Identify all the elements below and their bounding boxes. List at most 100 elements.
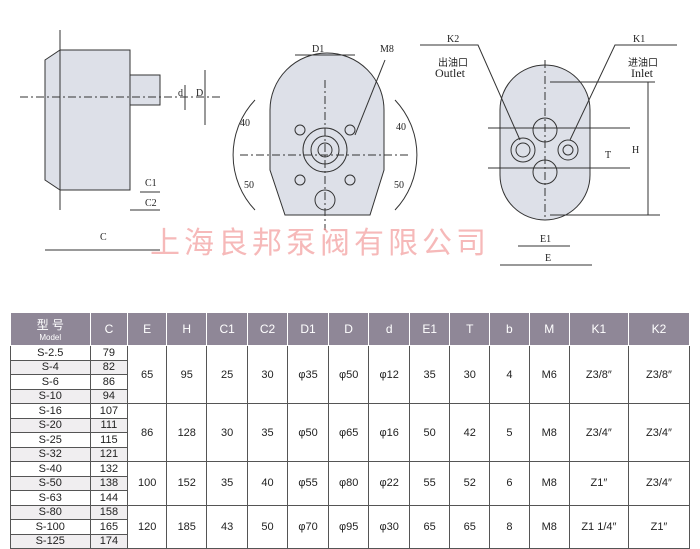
cell-value: 30 [449, 345, 491, 404]
cell-value: Z1″ [568, 461, 629, 506]
cell-c: 138 [89, 475, 129, 491]
label-inlet-cn: 进油口 [628, 58, 658, 69]
cell-model: S-4 [10, 359, 91, 375]
cell-value: 30 [206, 403, 248, 462]
cell-value: 50 [409, 403, 451, 462]
column-header: T [449, 312, 491, 346]
header-label: D [344, 322, 353, 336]
cell-c: 121 [89, 446, 129, 462]
column-header: E1 [409, 312, 451, 346]
cell-c: 111 [89, 417, 129, 433]
cell-value: 86 [127, 403, 167, 462]
header-label: C2 [259, 322, 276, 336]
column-header: C [89, 312, 129, 346]
column-header: M [528, 312, 570, 346]
cell-c: 165 [89, 519, 129, 535]
header-label: C [104, 322, 114, 336]
cell-c: 107 [89, 403, 129, 419]
header-label: d [385, 322, 393, 336]
cell-value: 35 [206, 461, 248, 506]
cell-value: M8 [528, 504, 570, 549]
cell-value: 185 [165, 504, 208, 549]
cell-value: φ22 [368, 461, 411, 506]
cell-model: S-20 [10, 417, 91, 433]
cell-value: φ70 [287, 504, 329, 549]
label-h: H [632, 145, 640, 156]
column-header: H [165, 312, 208, 346]
label-D: D [196, 88, 204, 99]
cell-value: 65 [127, 345, 167, 404]
header-label: T [466, 322, 474, 336]
cell-model: S-125 [10, 533, 91, 549]
column-header: D [327, 312, 370, 346]
side-view [20, 30, 220, 251]
cell-value: 8 [489, 504, 530, 549]
cell-value: M8 [528, 461, 570, 506]
cell-value: 128 [165, 403, 208, 462]
cell-value: 35 [409, 345, 451, 404]
cell-value: 152 [165, 461, 208, 506]
cell-value: Z1″ [627, 504, 691, 549]
label-outlet: Outlet [435, 66, 465, 80]
cell-value: 52 [449, 461, 491, 506]
cell-c: 132 [89, 461, 129, 477]
cell-value: 4 [489, 345, 530, 404]
column-header: K2 [627, 312, 691, 346]
cell-model: S-32 [10, 446, 91, 462]
cell-model: S-2.5 [10, 345, 91, 361]
cell-value: 43 [206, 504, 248, 549]
cell-value: φ30 [368, 504, 411, 549]
header-label: H [182, 322, 192, 336]
cell-value: φ12 [368, 345, 411, 404]
label-d: d [178, 88, 183, 99]
cell-value: 5 [489, 403, 530, 462]
cell-value: 30 [246, 345, 289, 404]
cell-value: 35 [246, 403, 289, 462]
cell-value: φ80 [327, 461, 370, 506]
cell-model: S-16 [10, 403, 91, 419]
cell-value: 42 [449, 403, 491, 462]
cell-model: S-80 [10, 504, 91, 520]
cell-model: S-50 [10, 475, 91, 491]
cell-value: 40 [246, 461, 289, 506]
column-header: D1 [287, 312, 329, 346]
label-k1: K1 [633, 34, 646, 45]
cell-c: 82 [89, 359, 129, 375]
cell-value: φ65 [327, 403, 370, 462]
label-40-left: 40 [240, 118, 250, 129]
cell-value: Z3/4″ [627, 461, 691, 506]
cell-value: 100 [127, 461, 167, 506]
header-label: C1 [219, 322, 235, 336]
cell-value: Z3/8″ [627, 345, 691, 404]
label-m8: M8 [380, 44, 394, 55]
front-view [232, 52, 418, 230]
cell-value: 95 [165, 345, 208, 404]
header-label: b [506, 322, 513, 336]
cell-model: S-6 [10, 374, 91, 390]
label-e1: E1 [540, 234, 552, 245]
header-label: K1 [591, 322, 607, 336]
cell-value: 6 [489, 461, 530, 506]
header-label: K2 [651, 322, 667, 336]
label-outlet-cn: 出油口 [438, 58, 468, 69]
label-inlet: Inlet [631, 66, 653, 80]
cell-value: φ50 [327, 345, 370, 404]
header-label: E [143, 322, 152, 336]
pump-dimension-drawing [20, 30, 677, 266]
header-label: E1 [422, 322, 438, 336]
cell-value: Z3/4″ [568, 403, 629, 462]
rear-view [420, 44, 677, 266]
cell-value: 65 [409, 504, 451, 549]
header-sublabel: Model [39, 333, 62, 342]
label-c2: C2 [145, 198, 157, 209]
cell-c: 94 [89, 388, 129, 404]
